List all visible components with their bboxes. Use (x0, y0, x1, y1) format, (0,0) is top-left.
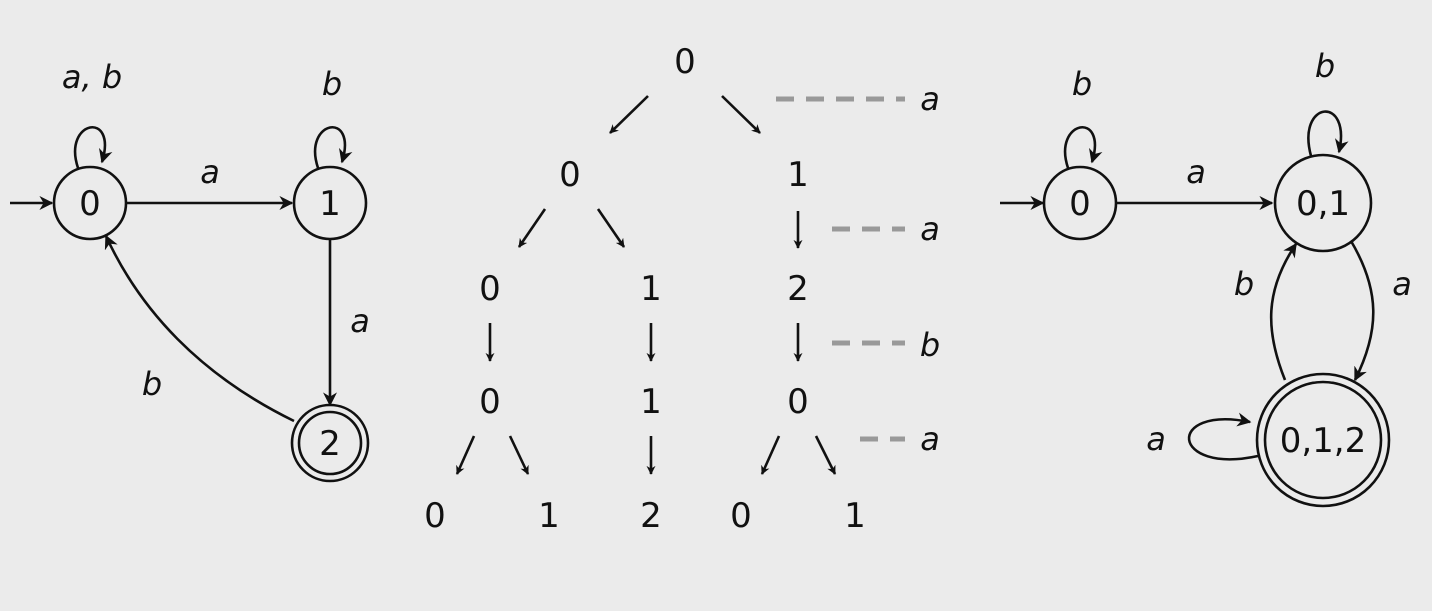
nfa-label-edge-2-0: b (142, 365, 162, 403)
nfa-label-edge-1-2: a (350, 302, 370, 340)
nfa-label-self-0: a, b (62, 58, 122, 96)
tree-l2-node-1: 1 (640, 269, 662, 309)
dfa-self-loop-01 (1307, 110, 1349, 157)
tree-input-3: a (920, 420, 940, 458)
tree-root: 0 (674, 42, 696, 82)
tree-l4-node-2: 2 (640, 496, 662, 536)
dfa-state-0-label: 0 (1069, 184, 1091, 224)
tree-l3-node-0: 0 (479, 382, 501, 422)
tree-l2-node-0: 0 (479, 269, 501, 309)
nfa-self-loop-0 (73, 125, 113, 169)
nfa-state-2-outer (290, 403, 370, 483)
dfa-label-self-0: b (1072, 65, 1092, 103)
dfa-label-self-01: b (1315, 47, 1335, 85)
tree-l3-node-2: 0 (787, 382, 809, 422)
tree-l4-node-0: 0 (424, 496, 446, 536)
tree-l4-node-4: 1 (844, 496, 866, 536)
nfa-state-2-label: 2 (319, 424, 341, 464)
dfa-label-edge-01-012: a (1392, 265, 1412, 303)
dfa-self-loop-012 (1187, 412, 1259, 461)
tree-arrow-l3-a (455, 435, 476, 475)
nfa-state-0-label: 0 (79, 184, 101, 224)
nfa-edge-2-0 (104, 234, 295, 423)
tree-arrow-l1-a (517, 208, 547, 248)
tree-arrow-l3-e (814, 435, 837, 475)
dfa-edge-01-012 (1349, 240, 1375, 382)
nfa-self-loop-1 (313, 125, 353, 169)
dfa-self-loop-0 (1063, 125, 1103, 169)
dfa-label-edge-012-01: b (1234, 265, 1254, 303)
tree-l4-node-1: 1 (538, 496, 560, 536)
dfa-diagram: 0 b a 0,1 b a b 0,1,2 a (1000, 47, 1412, 508)
dfa-state-01-label: 0,1 (1296, 184, 1350, 224)
dfa-state-012 (1263, 380, 1383, 500)
dfa-state-01 (1273, 153, 1373, 253)
tree-l3-node-1: 1 (640, 382, 662, 422)
tree-arrow-l1-b (596, 208, 626, 248)
tree-l4-node-3: 0 (730, 496, 752, 536)
nfa-state-2 (297, 410, 363, 476)
dfa-label-edge-0-01: a (1186, 153, 1206, 191)
nfa-label-edge-0-1: a (200, 153, 220, 191)
tree-arrow-root-left (609, 95, 649, 134)
tree-input-1: a (920, 210, 940, 248)
dfa-edge-012-01 (1269, 242, 1298, 381)
tree-arrow-root-right (721, 95, 761, 134)
tree-arrow-l3-b (508, 435, 530, 475)
nfa-state-1-label: 1 (319, 184, 341, 224)
tree-input-0: a (920, 80, 940, 118)
tree-arrow-l3-d (760, 435, 781, 475)
nfa-diagram: 0 a, b a 1 b a 2 b (10, 58, 370, 483)
dfa-state-012-outer (1255, 372, 1391, 508)
dfa-state-012-label: 0,1,2 (1280, 421, 1367, 461)
tree-l1-node-1: 1 (787, 155, 809, 195)
computation-tree: 0 0 1 0 1 2 0 1 0 0 1 2 0 1 a a (424, 42, 940, 536)
tree-l1-node-0: 0 (559, 155, 581, 195)
tree-l2-node-2: 2 (787, 269, 809, 309)
tree-input-2: b (920, 326, 940, 364)
dfa-label-self-012: a (1146, 420, 1166, 458)
nfa-label-self-1: b (322, 65, 342, 103)
